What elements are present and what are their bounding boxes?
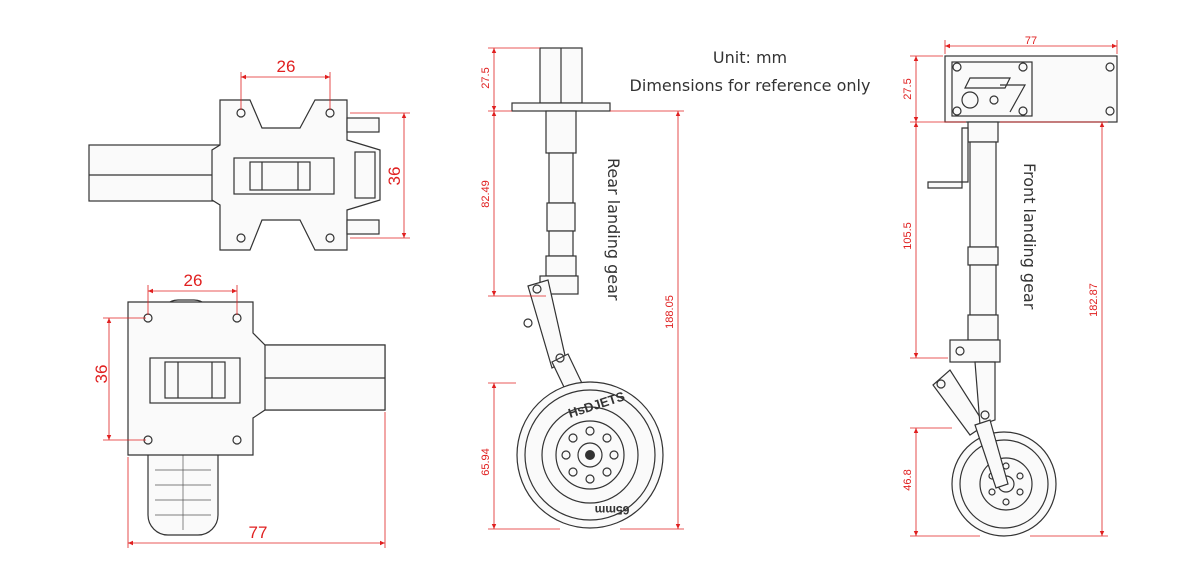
dim-rear-top: 27.5 — [480, 67, 492, 88]
dim-rear-strut: 82.49 — [480, 180, 492, 208]
front-landing-gear: Front landing gear 77 27.5 105.5 46.8 18… — [902, 35, 1118, 537]
dim-front-wheel: 46.8 — [902, 469, 914, 490]
dim-bottom-view-height: 36 — [92, 365, 111, 384]
bolt-hole — [325, 233, 335, 243]
front-knuckle — [949, 339, 1001, 363]
top-plan-view: 26 36 — [88, 57, 410, 251]
dim-top-view-width: 26 — [277, 57, 296, 76]
dim-front-width: 77 — [1025, 35, 1037, 47]
side-plan-view: 26 36 77 — [92, 271, 386, 548]
dim-front-total: 182.87 — [1088, 283, 1100, 317]
wheel-size-label: 65mm — [595, 503, 630, 517]
rear-landing-gear: HsDJETS 65mm Rear landing gear 27.5 82.4… — [480, 47, 684, 530]
front-strut-upper — [969, 141, 997, 248]
rear-mount-plate — [511, 102, 611, 112]
dim-top-view-height: 36 — [385, 167, 404, 186]
steering-arm — [927, 127, 969, 189]
unit-note: Unit: mm — [713, 48, 787, 67]
dim-bottom-view-width: 26 — [184, 271, 203, 290]
axle-tube — [88, 144, 220, 202]
dim-front-strut: 105.5 — [902, 222, 914, 250]
rear-gear-label: Rear landing gear — [604, 158, 623, 301]
front-gear-label: Front landing gear — [1020, 163, 1039, 310]
fork-window — [233, 157, 335, 195]
dim-rear-wheel: 65.94 — [480, 448, 492, 476]
dim-bottom-view-length: 77 — [249, 523, 268, 542]
dim-front-top: 27.5 — [902, 78, 914, 99]
front-mount-plate — [944, 55, 1118, 123]
side-fork-window — [149, 357, 241, 404]
rear-strut-upper — [545, 110, 577, 154]
dim-rear-total: 188.05 — [664, 295, 676, 329]
rear-strut-spring — [548, 152, 574, 204]
disclaimer-note: Dimensions for reference only — [630, 76, 871, 95]
bolt-hole — [232, 435, 242, 445]
front-collar — [967, 121, 999, 143]
bolt-hole — [236, 233, 246, 243]
